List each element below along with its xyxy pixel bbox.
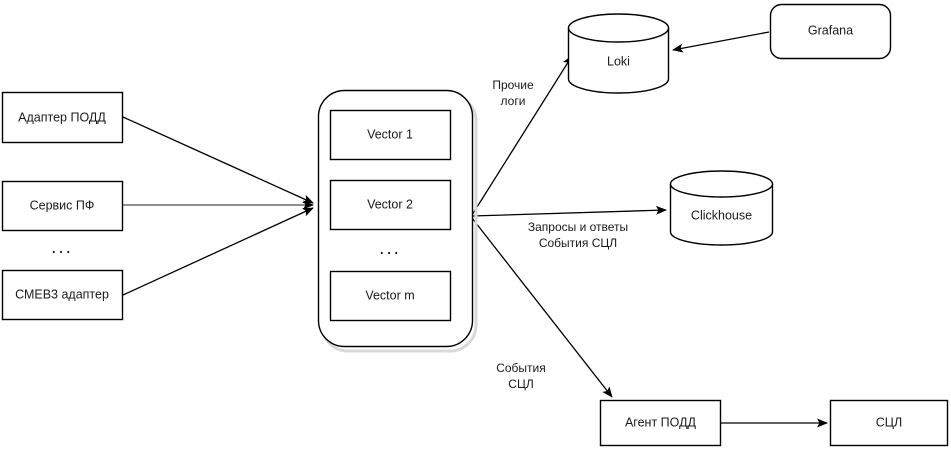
edge-label-vector-to-clickhouse-line1: Запросы и ответы xyxy=(528,220,628,234)
smev3-adapter-label: СМЕВ3 адаптер xyxy=(15,287,109,301)
smev3-adapter-box[interactable] xyxy=(1,269,124,321)
edge-label-vector-to-agent: События СЦЛ xyxy=(496,361,546,391)
edge-vector-to-loki xyxy=(471,55,573,216)
vector-container-group[interactable]: Vector 1 Vector 2 ... Vector m xyxy=(317,89,478,353)
node-smev3-adapter[interactable]: СМЕВ3 адаптер xyxy=(1,269,124,321)
vector-2-label: Vector 2 xyxy=(367,197,413,211)
edge-label-vector-to-loki-line2: логи xyxy=(501,94,526,108)
vector-1-label: Vector 1 xyxy=(367,127,413,141)
node-agent-podd[interactable]: Агент ПОДД xyxy=(599,399,722,447)
node-grafana[interactable]: Grafana xyxy=(769,3,892,60)
edge-label-vector-to-clickhouse: Запросы и ответы События СЦЛ xyxy=(528,220,628,250)
vector-ellipsis: ... xyxy=(379,238,401,259)
scl-box[interactable] xyxy=(829,399,949,447)
edge-vector-to-agent xyxy=(471,217,613,398)
vector-1-box[interactable] xyxy=(329,109,452,161)
vector-m-label: Vector m xyxy=(365,288,414,302)
clickhouse-cylinder-body[interactable] xyxy=(669,184,774,246)
loki-cylinder-body[interactable] xyxy=(567,28,670,94)
edge-labels-layer: Прочие логи Запросы и ответы События СЦЛ… xyxy=(492,78,628,391)
node-vector-1[interactable]: Vector 1 xyxy=(329,109,452,161)
edge-vector-to-clickhouse xyxy=(471,205,667,217)
edge-label-vector-to-clickhouse-line2: События СЦЛ xyxy=(539,236,617,250)
node-clickhouse[interactable]: Clickhouse xyxy=(669,170,774,246)
edges-layer xyxy=(122,31,828,428)
scl-label: СЦЛ xyxy=(876,415,902,429)
edge-label-vector-to-agent-line2: СЦЛ xyxy=(508,377,533,391)
clickhouse-cylinder-top xyxy=(669,170,774,198)
loki-cylinder-top xyxy=(567,13,670,43)
edge-grafana-to-loki xyxy=(672,31,770,53)
source-nodes-group: Адаптер ПОДД Сервис ПФ ... СМЕВ3 адаптер xyxy=(1,91,124,321)
vector-m-box[interactable] xyxy=(329,270,452,322)
node-vector-m[interactable]: Vector m xyxy=(329,270,452,322)
grafana-label: Grafana xyxy=(808,23,853,37)
adapter-podd-box[interactable] xyxy=(1,91,124,144)
servis-pf-label: Сервис ПФ xyxy=(30,198,95,212)
agent-podd-label: Агент ПОДД xyxy=(625,415,697,429)
node-scl[interactable]: СЦЛ xyxy=(829,399,949,447)
edge-smev3-to-vector xyxy=(122,207,314,296)
edge-label-vector-to-agent-line1: События xyxy=(496,361,546,375)
vector-2-box[interactable] xyxy=(329,179,452,231)
node-vector-2[interactable]: Vector 2 xyxy=(329,179,452,231)
node-servis-pf[interactable]: Сервис ПФ xyxy=(1,180,124,232)
node-loki[interactable]: Loki xyxy=(567,13,670,94)
clickhouse-label: Clickhouse xyxy=(691,208,752,222)
node-adapter-podd[interactable]: Адаптер ПОДД xyxy=(1,91,124,144)
edge-adapter-to-vector xyxy=(122,116,314,204)
grafana-box[interactable] xyxy=(769,3,892,60)
servis-pf-box[interactable] xyxy=(1,180,124,232)
edge-label-vector-to-loki: Прочие логи xyxy=(492,78,534,108)
loki-label: Loki xyxy=(607,54,630,68)
edge-label-vector-to-loki-line1: Прочие xyxy=(492,78,534,92)
adapter-podd-label: Адаптер ПОДД xyxy=(18,110,106,124)
sources-ellipsis: ... xyxy=(51,237,73,258)
agent-podd-box[interactable] xyxy=(599,399,722,447)
